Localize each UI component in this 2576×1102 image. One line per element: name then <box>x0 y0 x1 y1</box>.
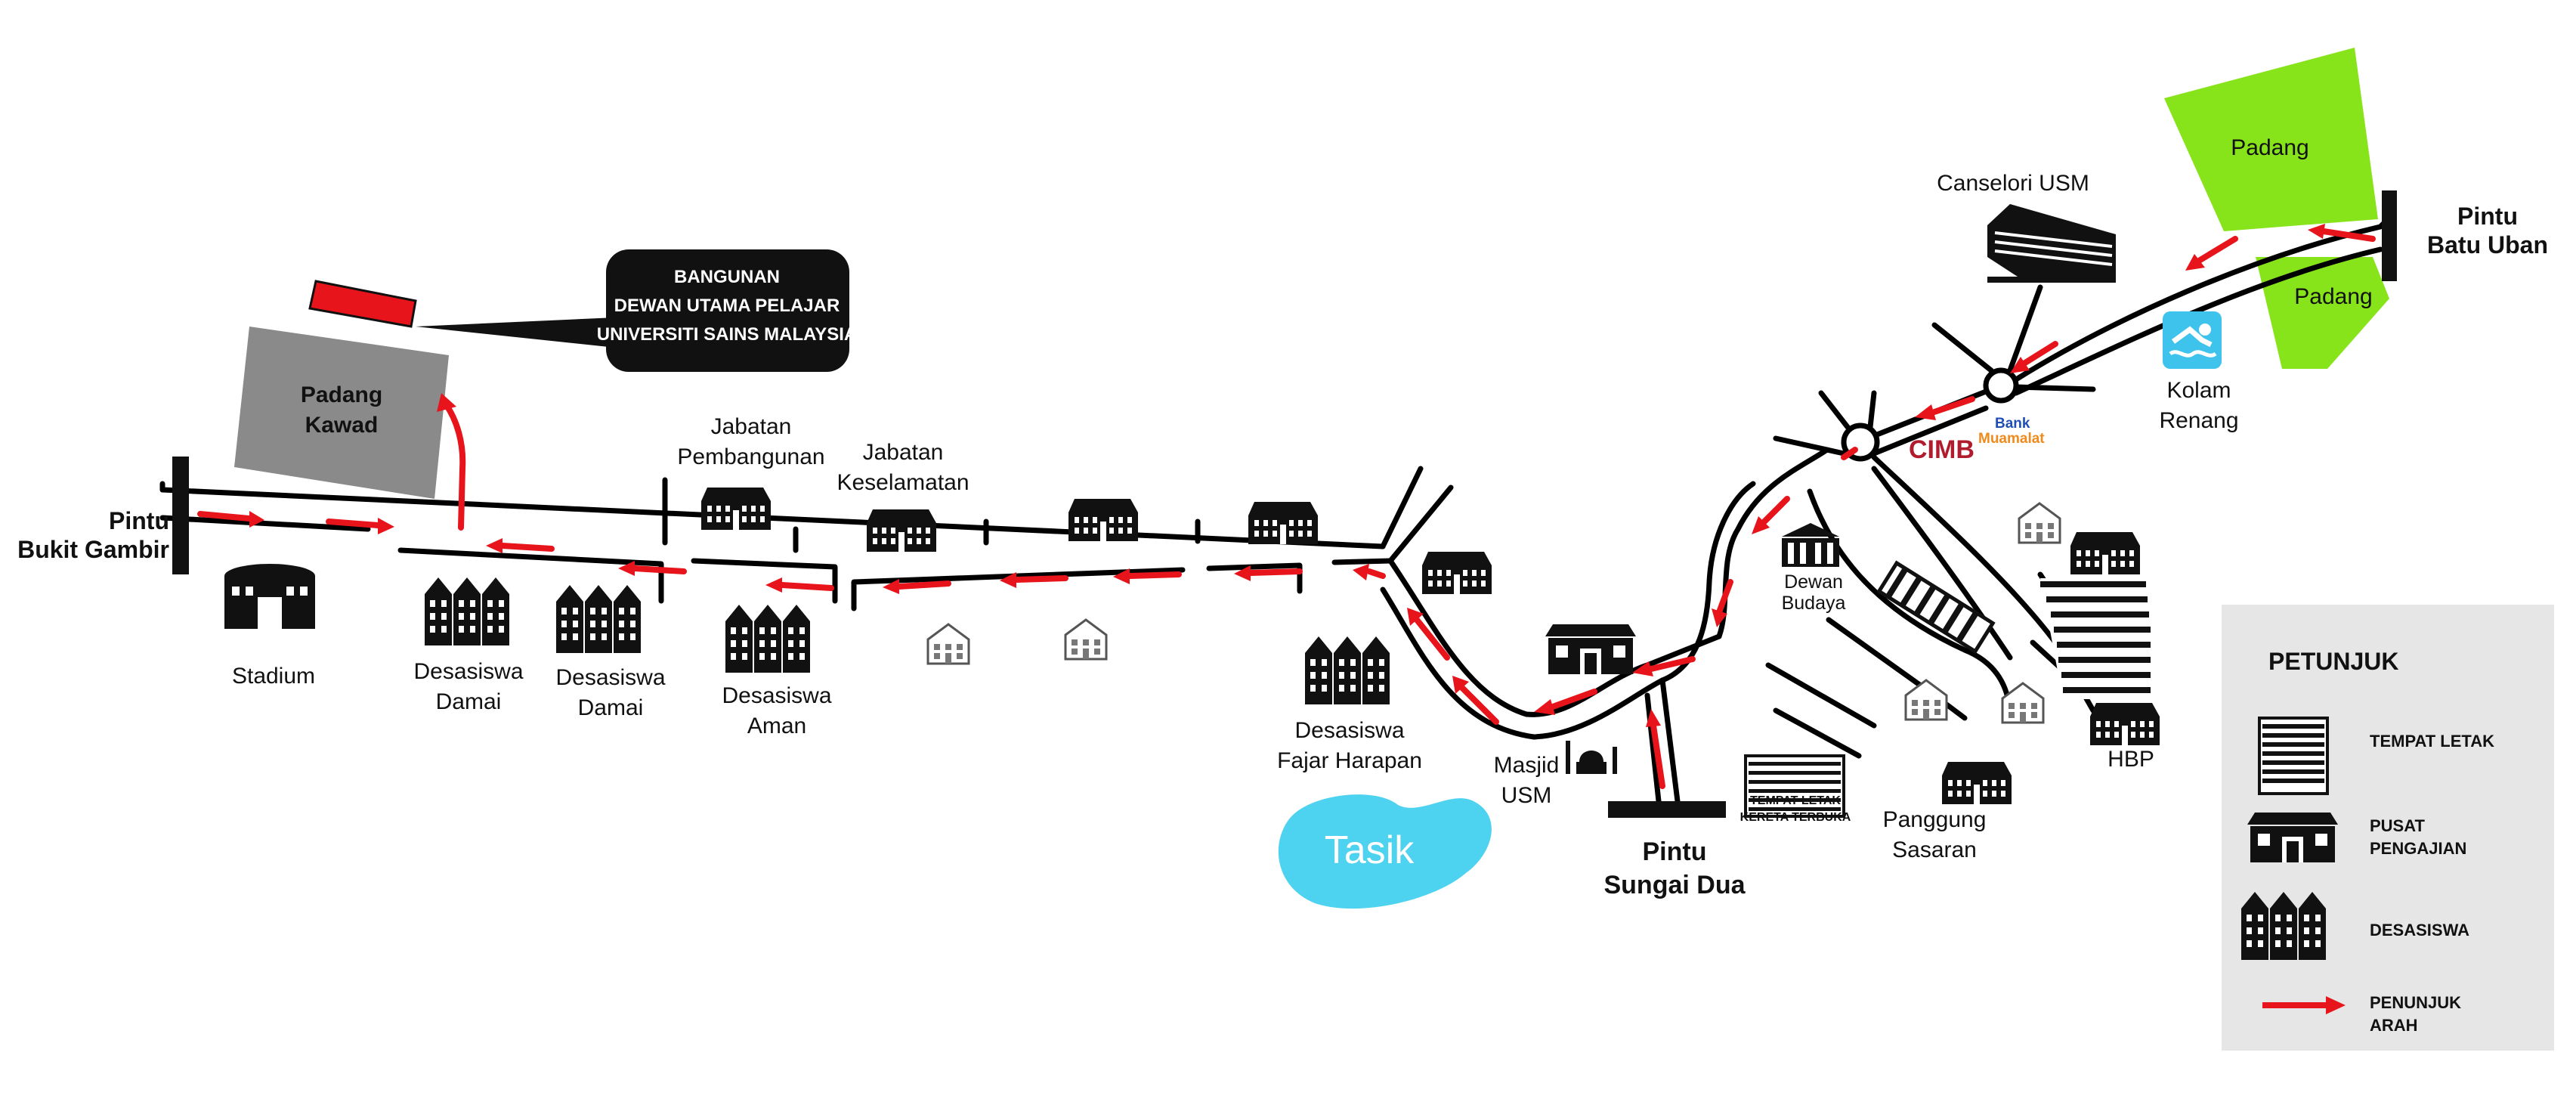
padang-green-2 <box>2256 257 2389 369</box>
hostel-icon <box>1305 636 1390 704</box>
dewan-budaya-icon <box>1782 523 1839 567</box>
gate-bukit-gambir-bar <box>172 457 189 574</box>
department-building-icon <box>2070 532 2140 574</box>
department-building-icon <box>701 488 771 530</box>
padang-green-1 <box>2164 48 2378 231</box>
mosque-icon <box>1566 741 1617 774</box>
red-arrow-icon <box>2262 996 2346 1014</box>
hostel-icon <box>425 577 509 645</box>
school-building-icon <box>2247 813 2338 862</box>
department-building-icon <box>2090 703 2160 745</box>
department-building-icon <box>1422 552 1492 594</box>
padang-1-label: Padang <box>2231 135 2309 160</box>
callout-box <box>606 249 849 372</box>
parking-lot-large <box>2040 578 2152 699</box>
hbp-label: HBP <box>2107 747 2154 772</box>
gate-sungai-dua-bar <box>1608 801 1726 818</box>
department-building-icon <box>1942 762 2012 804</box>
canselori-building-icon <box>1987 204 2116 283</box>
school-building-icon <box>1545 624 1636 674</box>
cimb-label: CIMB <box>1909 435 1975 464</box>
canselori-label: Canselori USM <box>1937 171 2089 196</box>
parking-lot-diagonal <box>1876 560 1996 655</box>
legend-item-hostel-label: DESASISWA <box>2370 921 2469 939</box>
swimming-pool-icon <box>2163 311 2222 369</box>
house-icon <box>926 623 970 665</box>
department-building-icon <box>867 509 936 552</box>
parking-lot-striped <box>1744 754 1845 818</box>
hostel-icon <box>556 585 641 653</box>
house-icon <box>2018 502 2061 544</box>
direction-arrows <box>197 224 2376 789</box>
house-icon <box>1064 618 1108 661</box>
bank-muamalat-line1: Bank <box>1995 416 2030 432</box>
stadium-label: Stadium <box>232 664 315 689</box>
legend-title: PETUNJUK <box>2268 648 2398 675</box>
tasik-lake <box>1278 794 1492 909</box>
legend-item-parking-label: TEMPAT LETAK <box>2370 732 2494 751</box>
hostel-icon <box>2241 892 2326 960</box>
hostel-icon <box>725 605 810 673</box>
department-building-icon <box>1248 502 1318 544</box>
stadium-icon <box>224 564 315 629</box>
tasik-label: Tasik <box>1325 828 1415 872</box>
callout-line-2: DEWAN UTAMA PELAJAR <box>614 296 840 316</box>
callout-pointer <box>416 317 616 348</box>
house-icon <box>2001 682 2045 724</box>
house-icon <box>1904 679 1948 721</box>
department-building-icon <box>1068 499 1138 541</box>
callout-line-1: BANGUNAN <box>674 267 780 287</box>
bank-muamalat-line2: Muamalat <box>1978 431 2045 447</box>
padang-2-label: Padang <box>2294 284 2372 309</box>
padang-kawad-area <box>234 327 449 499</box>
parking-icon <box>2258 717 2329 795</box>
gate-batu-uban-bar <box>2382 190 2397 281</box>
callout-line-3: UNIVERSITI SAINS MALAYSIA <box>597 324 858 345</box>
dewan-utama-pelajar-building <box>308 280 417 328</box>
